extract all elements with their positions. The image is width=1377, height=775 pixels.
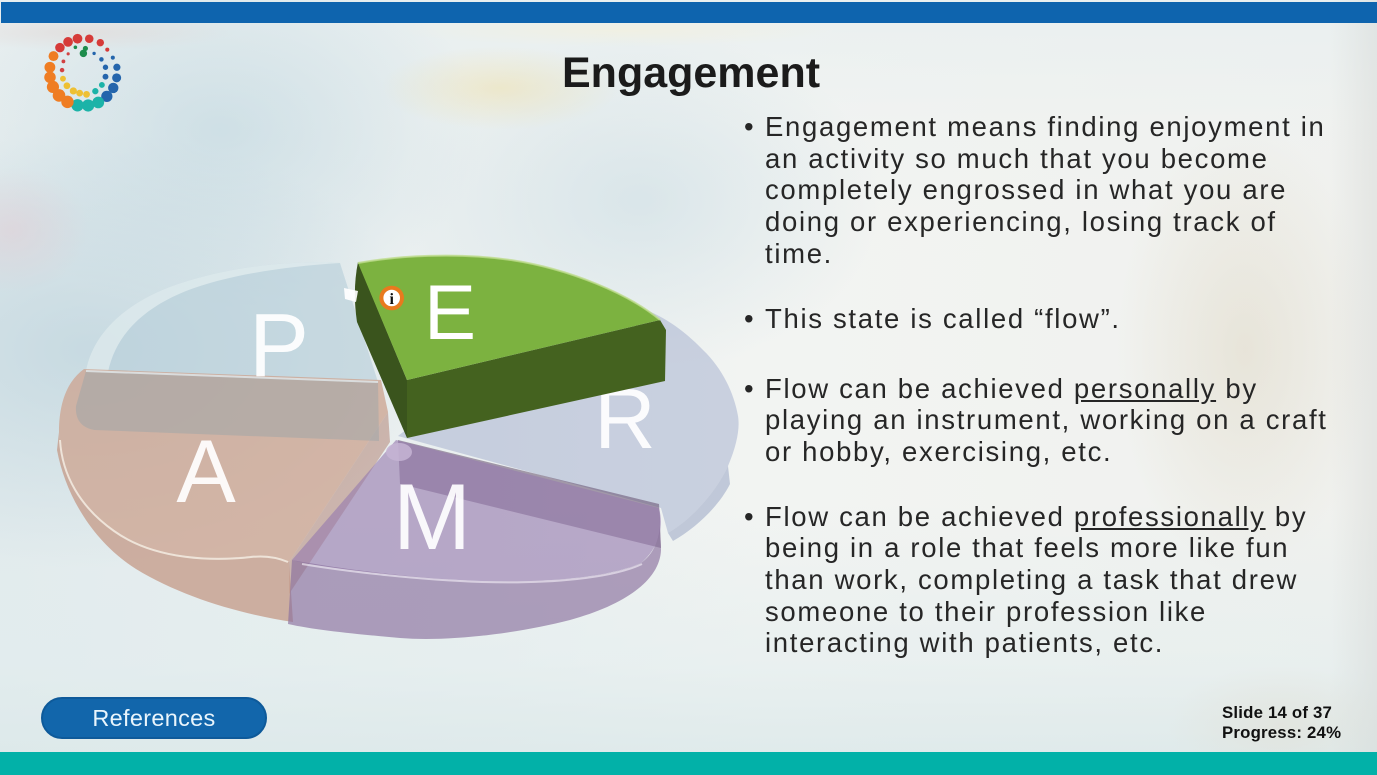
svg-text:i: i [389, 291, 394, 308]
svg-text:E: E [424, 268, 476, 356]
svg-text:A: A [176, 421, 236, 521]
svg-text:M: M [393, 464, 471, 569]
svg-text:P: P [249, 296, 309, 396]
